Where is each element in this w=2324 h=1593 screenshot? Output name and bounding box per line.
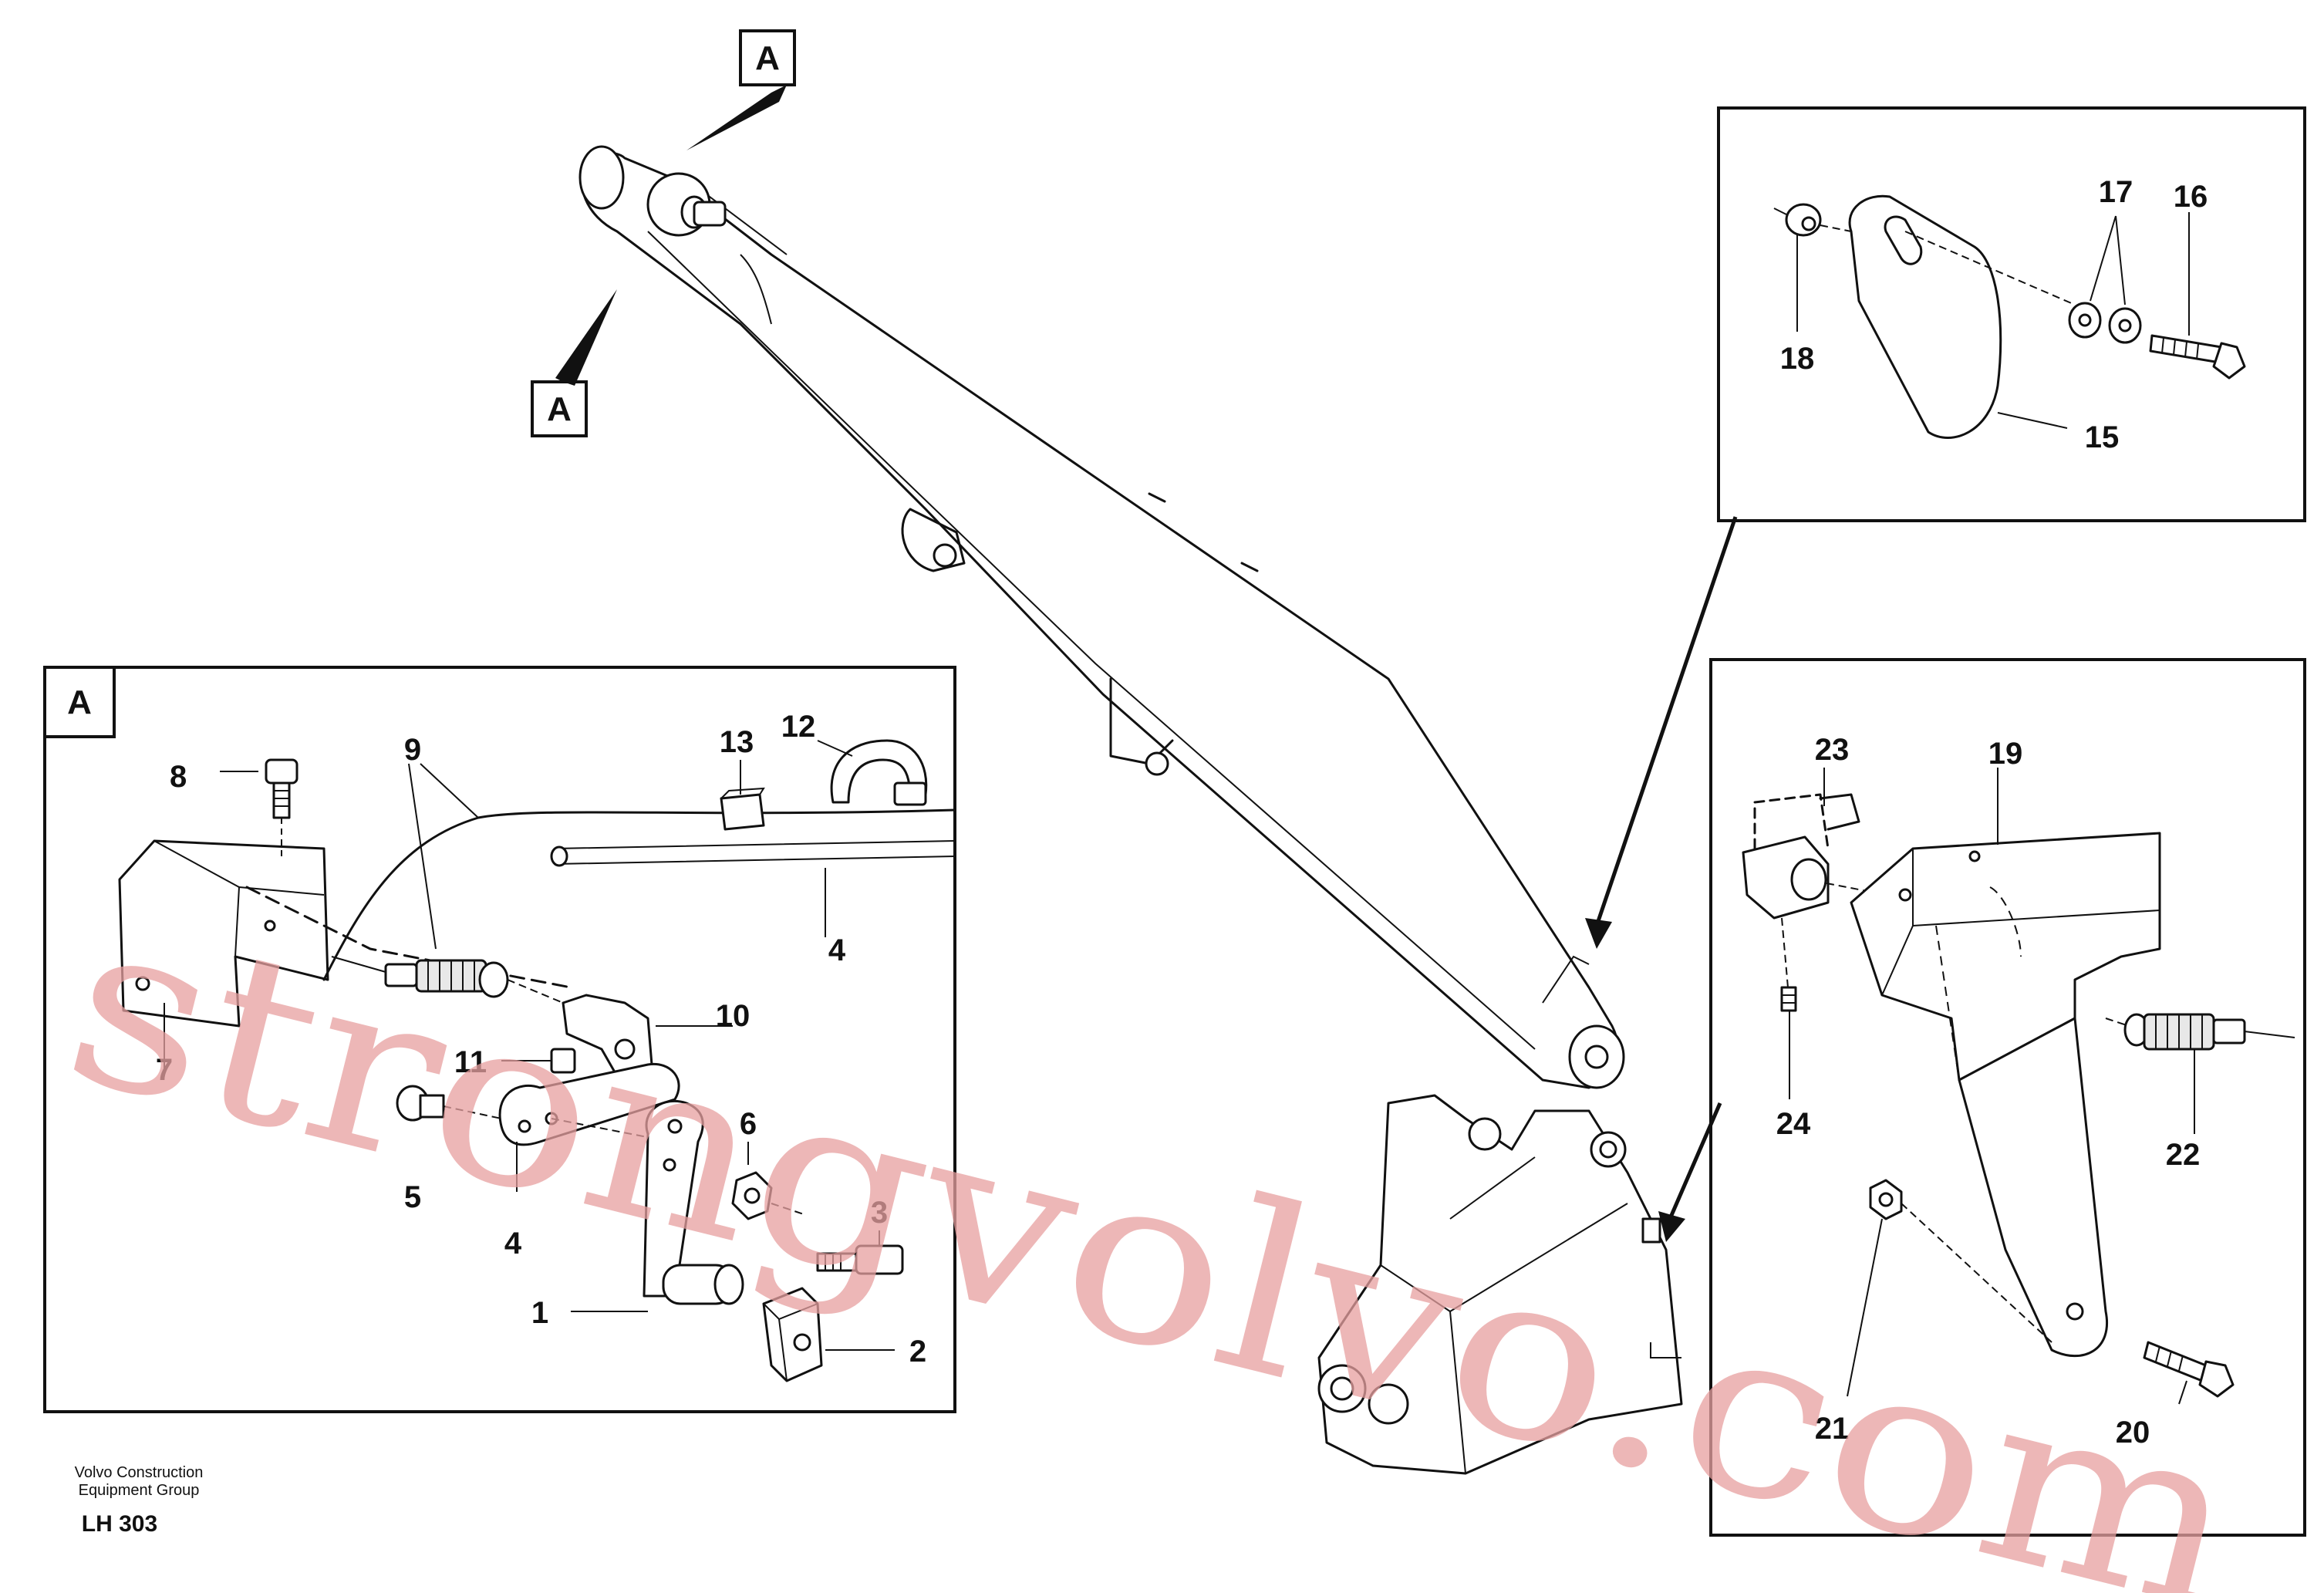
callout-a-top: A: [686, 29, 796, 150]
part-9-cable: [322, 808, 956, 981]
part-15-plate: [1848, 194, 2002, 439]
part-18-nut: [1773, 203, 1852, 237]
svg-text:A: A: [67, 683, 92, 721]
label-16: 16: [2174, 180, 2208, 214]
label-20: 20: [2116, 1416, 2150, 1450]
part-1-pin: [643, 1099, 744, 1305]
label-19: 19: [1988, 737, 2023, 771]
leader-arrow-upper: [1594, 516, 1738, 926]
label-4-lower: 4: [504, 1227, 522, 1261]
label-10: 10: [716, 999, 750, 1033]
label-11: 11: [454, 1045, 487, 1079]
boom-assembly: [578, 145, 1625, 1089]
label-23: 23: [1815, 733, 1850, 767]
svg-text:A: A: [547, 390, 572, 428]
part-23-sensor-block: [1742, 793, 1867, 920]
part-20-bolt: [2143, 1341, 2235, 1398]
label-5: 5: [404, 1180, 421, 1214]
label-8: 8: [170, 760, 187, 794]
label-17: 17: [2099, 175, 2133, 209]
label-24: 24: [1776, 1107, 1811, 1141]
label-9: 9: [404, 733, 421, 767]
part-6-nut: [731, 1171, 807, 1220]
label-6: 6: [740, 1107, 757, 1141]
part-21-nut: [1869, 1179, 2052, 1343]
detail-upper-right-box: 17 16 18 15: [1717, 106, 2306, 522]
label-12: 12: [781, 710, 816, 744]
boom-tip-lug: [578, 145, 625, 210]
label-1: 1: [531, 1296, 548, 1330]
part-8-screw: [265, 758, 299, 785]
part-9-sensor: [331, 956, 564, 1004]
part-13-clip: [720, 793, 765, 831]
callout-a-left: A: [531, 289, 617, 437]
detail-a-box: A: [43, 666, 956, 1413]
boom-arm: [580, 151, 1620, 1089]
leader-arrow-lower: [1668, 1102, 1722, 1220]
label-4-upper: 4: [828, 933, 846, 967]
boom-foot-pin: [1568, 1024, 1625, 1089]
part-24-screw: [1780, 917, 1797, 1012]
footer-code: LH 303: [82, 1511, 157, 1537]
part-17-washer-a: [2068, 302, 2102, 339]
footer: Volvo Construction Equipment Group LH 30…: [75, 1464, 204, 1537]
label-18: 18: [1780, 342, 1815, 376]
part-17-washer-b: [2108, 307, 2142, 344]
svg-text:A: A: [755, 39, 780, 77]
part-22-sensor: [2105, 1013, 2295, 1051]
part-5-bolt: [396, 1085, 502, 1122]
label-2: 2: [909, 1335, 926, 1369]
part-7-bracket: [118, 839, 329, 1028]
label-22: 22: [2166, 1138, 2201, 1172]
label-7: 7: [156, 1053, 173, 1087]
part-19-bracket: [1850, 832, 2161, 1082]
part-3-bolt: [816, 1244, 904, 1275]
label-13: 13: [720, 725, 754, 759]
detail-lower-right-box: 23 19 24 22 21 20: [1709, 658, 2306, 1537]
footer-company-line1: Volvo Construction: [75, 1464, 204, 1481]
part-16-bolt: [2149, 334, 2246, 380]
label-3: 3: [871, 1196, 888, 1230]
base-frame: [1317, 1094, 1683, 1475]
part-2-block: [762, 1287, 823, 1382]
footer-company-line2: Equipment Group: [79, 1482, 200, 1499]
label-21: 21: [1815, 1412, 1850, 1446]
label-15: 15: [2085, 420, 2120, 454]
